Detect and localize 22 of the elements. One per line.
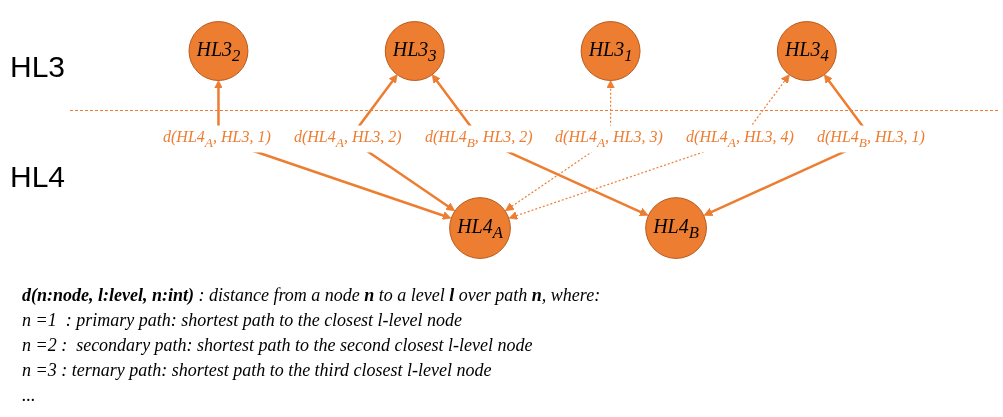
node-circle: HL4$_{B}$ bbox=[645, 197, 707, 259]
level-label: HL3 bbox=[10, 50, 66, 84]
arrow bbox=[213, 80, 452, 220]
edge-label: d(HL4$_{B}$, HL3, 1) bbox=[816, 128, 925, 150]
arrow bbox=[508, 74, 790, 220]
node-circle: HL3$_{1}$ bbox=[580, 21, 641, 81]
edge-label: d(HL4$_{A}$, HL3, 4) bbox=[685, 128, 794, 150]
level-label: HL4 bbox=[10, 160, 66, 194]
node-circle: HL3$_{4}$ bbox=[776, 21, 837, 81]
node-circle: HL4$_{A}$ bbox=[449, 197, 511, 259]
edge-label: d(HL4$_{A}$, HL3, 2) bbox=[293, 128, 402, 150]
definition-text: n =3 : ternary path: shortest path to the third closest l-level node bbox=[22, 359, 493, 382]
definition-text: d(n:node, l:level, n:int) : distance from a node n to a level l over path n, where: bbox=[22, 284, 601, 307]
node-circle: HL3$_{2}$ bbox=[188, 21, 249, 81]
definition-text: n =2 : secondary path: shortest path to the second closest l-level node bbox=[22, 334, 534, 357]
arrow bbox=[431, 74, 649, 217]
definition-text: ... bbox=[22, 384, 37, 407]
edge-label: d(HL4$_{A}$, HL3, 3) bbox=[555, 128, 663, 150]
definition-text: n =1 : primary path: shortest path to the closest l-level node bbox=[22, 309, 464, 332]
edge-label: d(HL4$_{B}$, HL3, 2) bbox=[424, 128, 533, 150]
node-circle: HL3$_{3}$ bbox=[384, 21, 445, 81]
edge-label: d(HL4$_{A}$, HL3, 1) bbox=[162, 128, 271, 150]
